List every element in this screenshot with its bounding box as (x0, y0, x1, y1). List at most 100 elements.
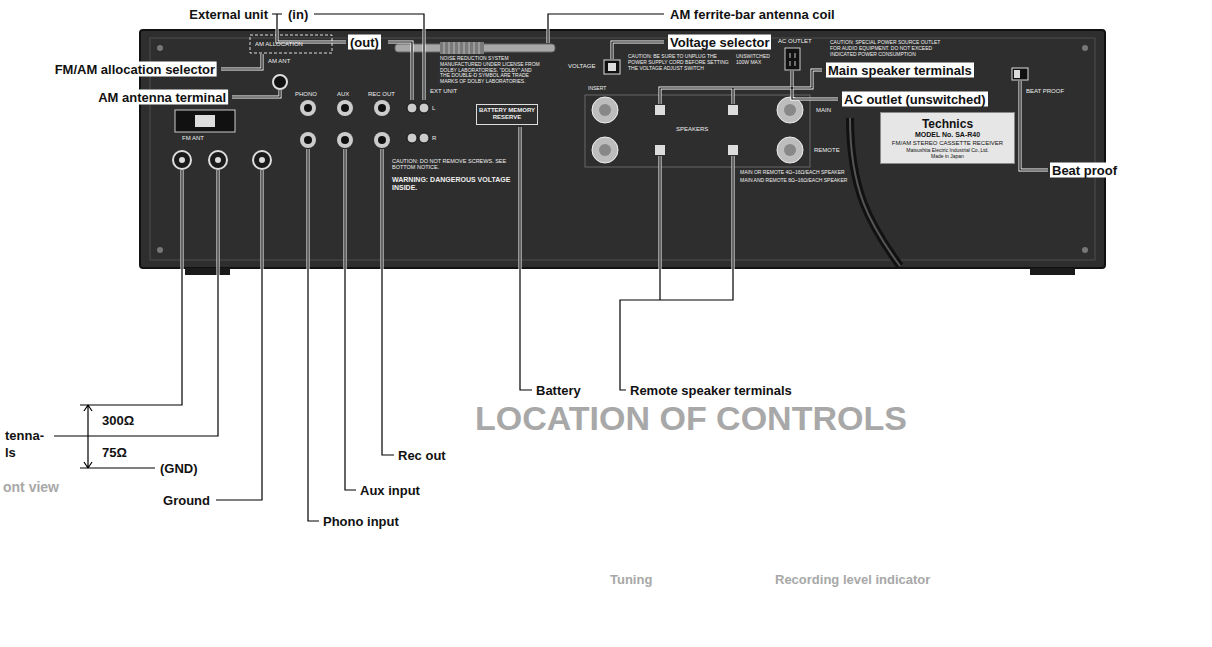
speaker-knob (592, 137, 618, 163)
knob-center (599, 144, 611, 156)
callout-label: External unit (187, 7, 270, 22)
voltage-selector (604, 60, 620, 74)
chassis-foot (1030, 268, 1075, 275)
callout-label: Ground (161, 493, 212, 508)
callout-label: AM antenna terminal (96, 90, 228, 105)
rca-jack-hole (341, 136, 349, 144)
background-print: LOCATION OF CONTROLS (475, 400, 907, 437)
ground-terminal (253, 151, 271, 169)
rca-jack (374, 132, 390, 148)
speaker-knob (592, 97, 618, 123)
coil-winding (444, 42, 479, 54)
panel-print: NOISE REDUCTION SYSTEM MANUFACTURED UNDE… (440, 56, 540, 85)
node-text: FM/AM STEREO CASSETTE RECEIVER (885, 140, 1010, 147)
leader-lines (54, 14, 1048, 521)
panel-print: MAIN (816, 107, 831, 114)
rca-jack-hole (341, 104, 349, 112)
terminal-screw (215, 157, 221, 163)
ext-unit-jack (407, 133, 417, 143)
background-print: ont view (3, 480, 59, 495)
node-heading: BATTERY MEMORY RESERVE (479, 107, 535, 121)
rca-jack (337, 132, 353, 148)
callout-label: (GND) (158, 461, 200, 476)
callout-label: tenna- (3, 428, 46, 443)
panel-print: INSERT (588, 86, 606, 92)
panel-print: R (432, 135, 436, 142)
ferrite-antenna (250, 35, 555, 54)
antenna-coil (440, 42, 484, 54)
panel-print: UNSWITCHED 100W MAX (736, 54, 781, 66)
screw-terminal (173, 151, 191, 169)
battery-compartment: BATTERY MEMORY RESERVE (476, 104, 538, 125)
panel-print: L (432, 105, 435, 112)
terminal-screw (259, 157, 265, 163)
callout-label: Aux input (358, 483, 422, 498)
terminal-screw (179, 157, 185, 163)
panel-print: AM ANT (268, 58, 290, 65)
speaker-clip (655, 145, 665, 155)
rca-jack-hole (304, 136, 312, 144)
panel-print: AM ALLOCATION (255, 41, 303, 48)
knob-center (599, 104, 611, 116)
callout-label: (out) (348, 35, 381, 50)
screw (157, 247, 163, 253)
rca-jack (300, 100, 316, 116)
rca-jack-hole (304, 104, 312, 112)
panel-print: AUX (337, 91, 349, 98)
callout-label: Voltage selector (668, 35, 771, 50)
fm-antenna-switch (175, 110, 235, 132)
panel-print: EXT UNIT (430, 88, 457, 95)
receiver-chassis (140, 30, 1105, 275)
screw (1082, 45, 1088, 51)
callout-label: Battery (534, 383, 583, 398)
switch-slider (195, 115, 215, 127)
callout-label: Beat proof (1050, 163, 1119, 178)
node-text: Made in Japan (885, 153, 1010, 159)
node-text: MODEL No. SA-R40 (885, 131, 1010, 139)
terminal-plate (585, 95, 810, 167)
switch-lever (1014, 70, 1020, 78)
speaker-terminals (585, 95, 810, 167)
rca-jack (337, 100, 353, 116)
screw-terminal (209, 151, 227, 169)
panel-print: CAUTION: BE SURE TO UNPLUG THE POWER SUP… (628, 54, 733, 71)
rca-jacks (300, 100, 429, 148)
callout-label: 75Ω (100, 445, 129, 460)
panel-print: PHONO (295, 91, 317, 98)
callout-label: AC outlet (unswitched) (842, 92, 988, 107)
selector-slot (608, 63, 616, 71)
speaker-clip (655, 105, 665, 115)
callout-label: (in) (286, 7, 310, 22)
panel-print: BEAT PROOF (1026, 88, 1064, 95)
speaker-clip (728, 145, 738, 155)
rca-jack-hole (378, 104, 386, 112)
outlet-slots (790, 53, 795, 66)
speaker-clip (728, 105, 738, 115)
node-text: Matsushita Electric Industrial Co.,Ltd. (885, 147, 1010, 153)
rca-jack-hole (378, 136, 386, 144)
chassis-inner-edge (150, 38, 1095, 260)
callout-label: Remote speaker terminals (628, 383, 794, 398)
chassis-foot (185, 268, 230, 275)
knob-center (784, 144, 796, 156)
chassis-body (140, 30, 1105, 268)
rca-jack (374, 100, 390, 116)
callout-label: Phono input (321, 514, 401, 529)
panel-print: AC OUTLET (778, 38, 812, 45)
speaker-knob (777, 137, 803, 163)
switch-body (1012, 68, 1028, 80)
screw (157, 45, 163, 51)
callout-label: 300Ω (100, 413, 136, 428)
ac-outlet (785, 48, 800, 70)
panel-print: FM ANT (182, 135, 204, 142)
ext-unit-jack (407, 103, 417, 113)
rca-jack (300, 132, 316, 148)
panel-print: VOLTAGE (568, 63, 595, 70)
background-print: Tuning (610, 573, 652, 587)
panel-print: MAIN AND REMOTE 8Ω~16Ω/EACH SPEAKER (740, 178, 847, 184)
speaker-knob (777, 97, 803, 123)
ext-unit-jack (419, 103, 429, 113)
knob-center (784, 104, 796, 116)
callout-label: AM ferrite-bar antenna coil (668, 7, 837, 22)
